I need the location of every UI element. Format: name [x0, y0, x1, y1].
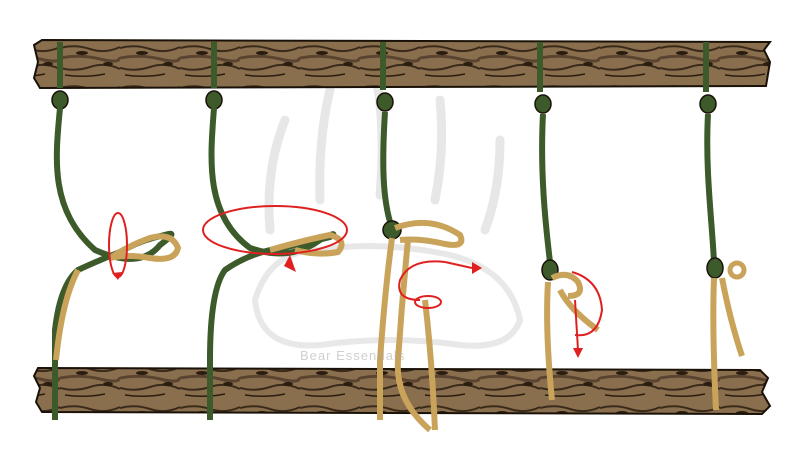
- working-end-loop: [727, 260, 747, 280]
- arrowhead: [472, 262, 482, 274]
- standing-part: [539, 113, 553, 263]
- working-end-loop: [393, 219, 465, 248]
- wrap-arrow: [202, 205, 348, 255]
- watermark-claw-2: [315, 85, 335, 205]
- rope-hitch: [51, 90, 69, 110]
- rope-strand-left: [710, 277, 719, 411]
- wrap-arrow: [571, 271, 604, 337]
- watermark-paw-pad: [251, 243, 524, 349]
- working-end-loop: [108, 233, 182, 262]
- rope-hitch: [699, 94, 717, 114]
- rope-strand-left: [377, 237, 395, 420]
- step-5: [699, 42, 747, 411]
- pull-arrow: [398, 260, 446, 301]
- step-1: [51, 42, 182, 420]
- rope-strand-middle: [394, 239, 432, 433]
- working-end: [53, 268, 81, 361]
- step-2: [202, 42, 348, 420]
- loop-arrow: [414, 295, 442, 309]
- standing-part: [380, 111, 395, 230]
- step-4: [534, 42, 604, 401]
- working-end: [557, 288, 600, 333]
- arrow-shaft: [444, 261, 473, 269]
- rope-hitch: [205, 90, 223, 110]
- rope-strand-left: [544, 281, 555, 401]
- rope-hitch: [534, 94, 552, 114]
- watermark-claw-4: [430, 95, 447, 205]
- arrowhead: [112, 272, 122, 280]
- standing-part: [704, 113, 717, 263]
- top-beam: [32, 38, 772, 90]
- working-end: [719, 277, 745, 357]
- watermark-claw-5: [480, 135, 505, 235]
- arrowhead: [573, 348, 583, 358]
- rotation-arrow: [108, 212, 128, 278]
- rope-hitch: [376, 92, 394, 112]
- watermark-brand-text: Bear Essentials: [300, 348, 406, 363]
- watermark-claw-1: [264, 115, 290, 235]
- rope-strand-right: [422, 299, 438, 431]
- step-3: [376, 42, 482, 433]
- rope-knot: [706, 257, 724, 279]
- arrowhead: [284, 255, 296, 272]
- arrow-shaft: [574, 299, 579, 351]
- working-end-loop: [269, 231, 345, 257]
- working-end-loop: [550, 271, 583, 299]
